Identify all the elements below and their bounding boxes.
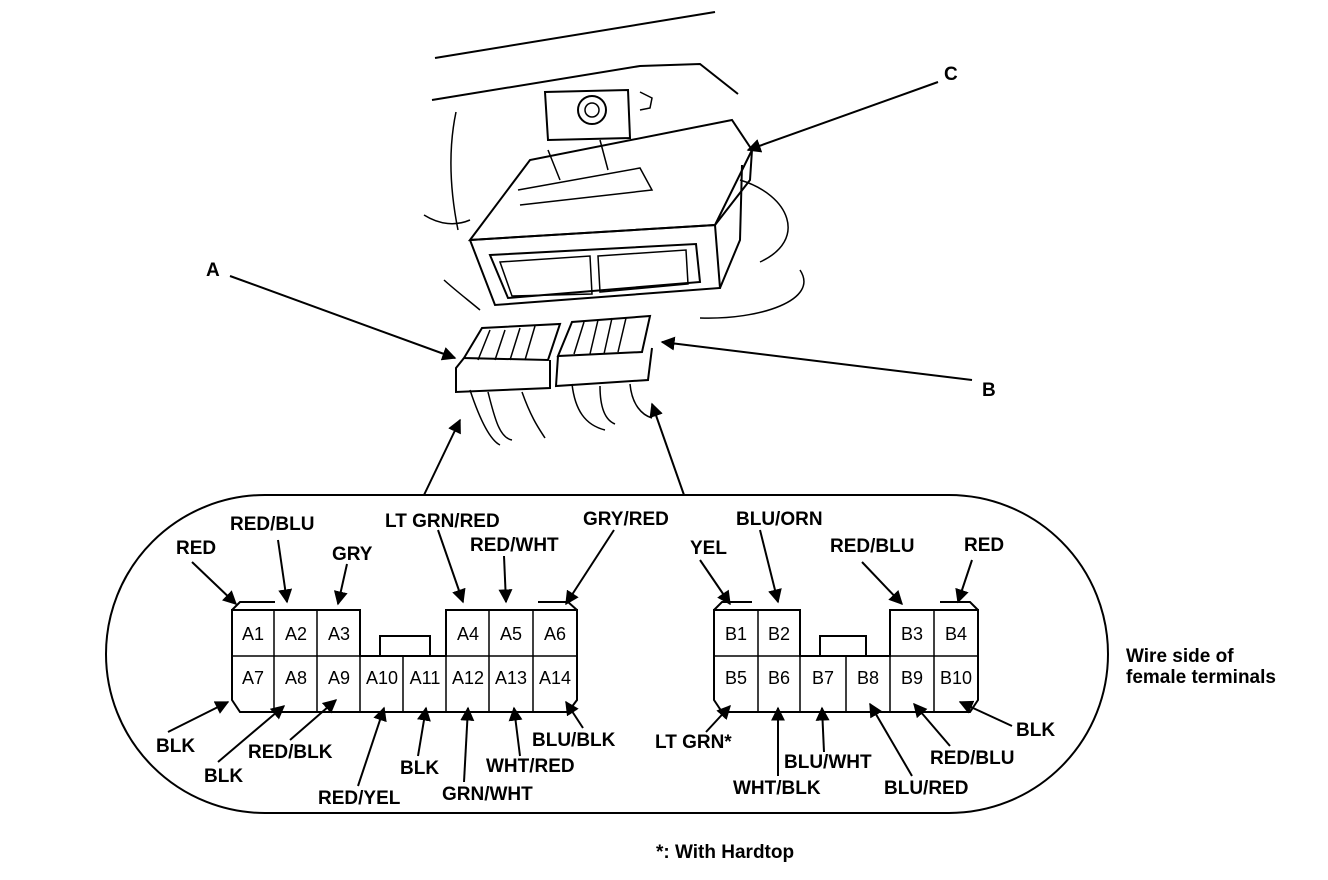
- wire-a10-label: RED/YEL: [318, 788, 401, 809]
- pin-a6: A6: [544, 624, 566, 644]
- side-note-line1: Wire side of: [1126, 646, 1234, 667]
- callout-a: A: [206, 260, 220, 281]
- pin-b8: B8: [857, 668, 879, 688]
- pin-a11: A11: [410, 668, 441, 688]
- pin-b6: B6: [768, 668, 790, 688]
- connector-b-face: [713, 601, 979, 713]
- pin-b1: B1: [725, 624, 747, 644]
- wire-b2-label: BLU/ORN: [736, 509, 823, 530]
- pin-a9: A9: [328, 668, 350, 688]
- wire-a11-label: BLK: [400, 758, 439, 779]
- pin-a12: A12: [452, 668, 484, 688]
- wire-a9-label: RED/BLK: [248, 742, 333, 763]
- pin-b9: B9: [901, 668, 923, 688]
- wire-a5-label: RED/WHT: [470, 535, 559, 556]
- pin-a4: A4: [457, 624, 479, 644]
- pin-b5: B5: [725, 668, 747, 688]
- wire-a1-label: RED: [176, 538, 216, 559]
- callout-b: B: [982, 380, 996, 401]
- wire-a13-label: WHT/RED: [486, 756, 575, 777]
- side-note-line2: female terminals: [1126, 667, 1276, 688]
- wire-a2-label: RED/BLU: [230, 514, 314, 535]
- pin-a13: A13: [495, 668, 527, 688]
- connector-a-face: [231, 601, 578, 713]
- wire-b4-label: RED: [964, 535, 1004, 556]
- pin-b10: B10: [940, 668, 972, 688]
- pin-b3: B3: [901, 624, 923, 644]
- wire-b10-label: BLK: [1016, 720, 1055, 741]
- callout-c: C: [944, 64, 958, 85]
- pin-b4: B4: [945, 624, 967, 644]
- wire-a6-label: GRY/RED: [583, 509, 669, 530]
- wire-a4-label: LT GRN/RED: [385, 511, 500, 532]
- connector-b-wire-leaders: [699, 529, 1013, 777]
- pin-a10: A10: [366, 668, 398, 688]
- pin-a8: A8: [285, 668, 307, 688]
- connector-view-frame: [105, 494, 1109, 814]
- pin-a14: A14: [539, 668, 571, 688]
- wire-b5-label: LT GRN*: [655, 732, 732, 753]
- wire-b8-label: BLU/RED: [884, 778, 968, 799]
- unit-illustration: [423, 11, 805, 446]
- connector-a-wire-leaders: [167, 529, 615, 787]
- wire-b6-label: WHT/BLK: [733, 778, 821, 799]
- wire-a8-label: BLK: [204, 766, 243, 787]
- wire-b7-label: BLU/WHT: [784, 752, 872, 773]
- pin-a5: A5: [500, 624, 522, 644]
- wire-a7-label: BLK: [156, 736, 195, 757]
- pin-b7: B7: [812, 668, 834, 688]
- pin-a2: A2: [285, 624, 307, 644]
- footnote: *: With Hardtop: [656, 842, 794, 863]
- pin-a1: A1: [242, 624, 264, 644]
- wire-b3-label: RED/BLU: [830, 536, 914, 557]
- pin-a7: A7: [242, 668, 264, 688]
- wire-a3-label: GRY: [332, 544, 373, 565]
- wire-b9-label: RED/BLU: [930, 748, 1014, 769]
- pin-a3: A3: [328, 624, 350, 644]
- wire-a14-label: BLU/BLK: [532, 730, 616, 751]
- wire-a12-label: GRN/WHT: [442, 784, 533, 805]
- pin-b2: B2: [768, 624, 790, 644]
- wire-b1-label: YEL: [690, 538, 727, 559]
